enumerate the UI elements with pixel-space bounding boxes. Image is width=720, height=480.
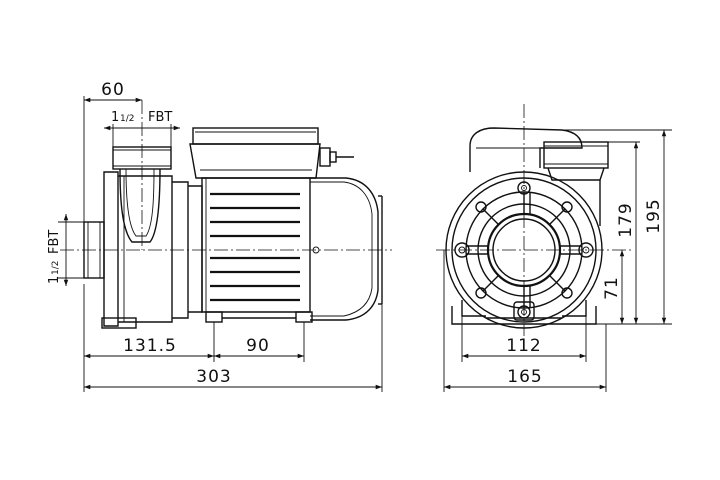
top-port-thread: FBT (148, 110, 172, 125)
top-port-size-annotation: 1 1/2 FBT (104, 110, 180, 147)
motor-body (201, 177, 383, 323)
dim-height-to-outlet-label: 179 (616, 202, 636, 237)
front-port-size-whole: 1 (47, 276, 62, 284)
dim-front-to-feet-label: 131.5 (123, 336, 177, 356)
dim-overall-height: 195 (644, 130, 667, 324)
dim-inlet-offset: 60 (83, 80, 142, 222)
dim-feet-width: 112 (461, 316, 587, 362)
top-port-size-whole: 1 (111, 110, 119, 125)
dim-shaft-height: 71 (602, 250, 625, 324)
dim-width: 165 (443, 250, 607, 392)
front-view: 71 179 195 112 165 (436, 104, 672, 392)
dim-feet-width-label: 112 (506, 336, 541, 356)
dim-overall-height-label: 195 (644, 198, 664, 233)
top-port-size-fraction: 1/2 (120, 114, 134, 124)
front-ribs (466, 192, 582, 308)
front-outlet-housing (469, 127, 609, 226)
front-port-thread: FBT (47, 230, 62, 254)
dim-height-to-outlet: 179 (616, 142, 639, 324)
dim-feet: 131.5 90 (83, 284, 305, 392)
dim-overall-length: 303 (84, 304, 383, 392)
dim-shaft-height-label: 71 (602, 276, 622, 300)
front-port-size-fraction: 1/2 (51, 261, 61, 275)
dim-overall-length-label: 303 (196, 367, 231, 387)
terminal-box (189, 127, 354, 179)
dim-width-label: 165 (507, 367, 542, 387)
front-port-size-annotation: 1 1/2 FBT (47, 214, 84, 286)
dim-inlet-offset-label: 60 (101, 80, 125, 100)
dim-feet-spacing-label: 90 (246, 336, 270, 356)
cooling-fins (210, 192, 300, 302)
side-view: 60 1 1/2 FBT 1 1/2 FBT (47, 80, 392, 392)
